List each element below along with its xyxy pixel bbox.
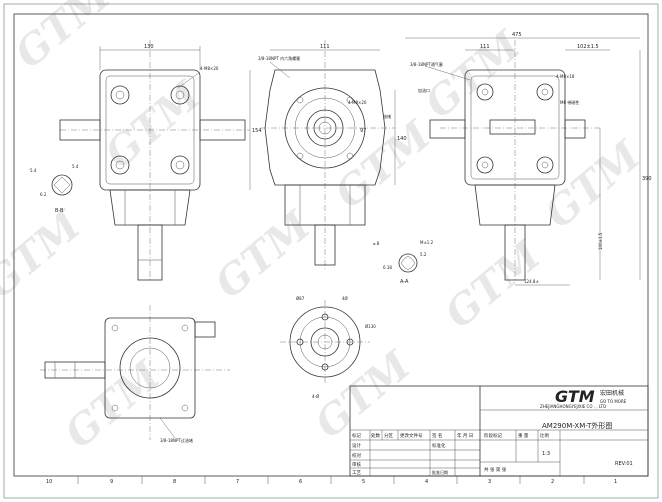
bolt-note: 4-M8×20: [348, 100, 367, 105]
tb-row-label: 审核: [352, 461, 361, 468]
zone-label: 5: [362, 479, 365, 485]
front-view-center: 111 3/8-18NPT 内六角螺塞 4-M8×20 97 140 油堵: [258, 40, 407, 270]
tb-rev: REV:01: [615, 461, 633, 467]
dim-a: 97: [360, 128, 366, 134]
oil-fill-note: 加油口: [418, 87, 430, 93]
breather-note: 3/8-18NPT通气塞: [410, 61, 443, 67]
plug-note: 3/8-18NPT 内六角螺塞: [258, 55, 300, 61]
dim-left: 111: [480, 44, 490, 50]
flange-dim: Ø130: [365, 324, 376, 329]
zone-markers: 10 9 8 7 6 5 4 3 2 1: [46, 476, 617, 485]
side-view-right: 475 111 102±1.5 3/8-18NPT通气塞 加油口 4-M8×18…: [405, 32, 652, 286]
zone-label: 10: [46, 479, 52, 485]
tb-header: 分区: [384, 432, 393, 439]
section-dim: M±1.2: [420, 240, 434, 245]
company-logo: GTM 宏田机械 GO TO MORE: [555, 387, 627, 406]
bolt-note: 4-M8×18: [556, 74, 575, 79]
svg-text:宏田机械: 宏田机械: [600, 389, 624, 397]
tb-header: 签 名: [432, 432, 442, 439]
flange-dim: 4Ø: [342, 296, 348, 301]
zone-label: 9: [110, 479, 113, 485]
dim-h1: 100±1.5: [598, 232, 603, 250]
svg-text:GTM: GTM: [6, 0, 120, 78]
zone-label: 1: [614, 479, 617, 485]
tb-header: 年 月 日: [457, 432, 473, 439]
svg-text:GTM: GTM: [436, 231, 550, 338]
section-label: A-A: [400, 279, 409, 285]
zone-label: 7: [236, 479, 239, 485]
dim-h2: 390: [642, 176, 652, 182]
flange-dim: 4-Ø: [312, 394, 319, 399]
company-name: ZHEJIANGHONGYEJIXIE CO . , LTD: [540, 404, 606, 409]
dim-total: 475: [512, 32, 522, 38]
svg-text:GTM: GTM: [56, 351, 170, 458]
drain-plug-note: 3/8-18NPT过油堵: [160, 437, 193, 443]
flange-dim: Ø87: [296, 296, 305, 301]
keyway-dim: 5.4: [72, 164, 79, 169]
keyway-dim: 6.2: [40, 192, 47, 197]
keyway-dim: 5.4: [30, 168, 37, 173]
zone-label: 2: [551, 479, 554, 485]
dim-top-width: 111: [320, 44, 330, 50]
spline-section-a: ⌀ 8 5.2 6.18 M±1.2 A-A: [373, 240, 434, 285]
tb-row-label: 工艺: [352, 470, 361, 476]
svg-text:GTM: GTM: [536, 131, 650, 238]
tb-weight: 重 量: [518, 432, 529, 439]
magnet-note: M8 带磁性: [560, 99, 579, 105]
svg-text:GTM: GTM: [555, 387, 595, 406]
dim-top-width: 130: [144, 44, 154, 50]
title-block: GTM 宏田机械 GO TO MORE ZHEJIANGHONGYEJIXIE …: [349, 385, 649, 477]
svg-text:GTM: GTM: [96, 71, 210, 178]
drain-note: 油堵: [383, 113, 391, 119]
bottom-view-left: 3/8-18NPT过油堵: [40, 305, 230, 443]
spline-section-b: 5.4 5.4 6.2 B-B: [30, 164, 79, 214]
svg-text:GTM: GTM: [206, 201, 320, 308]
tb-header: 处数: [371, 432, 380, 439]
flange-view: Ø87 4Ø Ø130 4-Ø: [280, 296, 376, 399]
zone-label: 3: [488, 479, 491, 485]
dim-height: 154: [252, 128, 262, 134]
svg-text:GTM: GTM: [326, 111, 440, 218]
svg-text:GO TO MORE: GO TO MORE: [600, 399, 627, 404]
section-dim: ⌀ 8: [373, 241, 380, 246]
tb-scale: 1:3: [542, 451, 550, 457]
tb-sheet-info: 共 张 第 张: [484, 466, 507, 473]
section-dim: 5.2: [420, 252, 427, 257]
zone-label: 4: [425, 479, 428, 485]
section-label: B-B: [55, 208, 64, 214]
dim-b: 140: [397, 136, 407, 142]
svg-text:GTM: GTM: [306, 341, 420, 448]
tb-row-label: 标准化: [432, 442, 446, 449]
tb-row-label: 批准日期: [432, 469, 448, 475]
tb-ratio: 比例: [540, 432, 549, 439]
zone-label: 8: [173, 479, 176, 485]
zone-label: 6: [299, 479, 302, 485]
tb-row-label: 校对: [352, 452, 361, 459]
tb-header: 更改文件号: [400, 432, 423, 439]
front-view-left: 130 4-M8×20 154 5.4 5.4 6.2 B-B: [30, 40, 262, 281]
dim-bottom: 124.8±: [524, 279, 539, 284]
drawing-title: AM290M-XM-T外形图: [542, 421, 612, 430]
outer-border: [3, 3, 659, 499]
tb-header: 标记: [352, 432, 361, 439]
tb-row-label: 设计: [352, 442, 361, 449]
svg-text:GTM: GTM: [0, 201, 91, 308]
tb-stage: 阶段标记: [484, 432, 502, 439]
watermark: GTM GTM GTM GTM GTM GTM GTM GTM GTM GTM: [0, 0, 651, 458]
bolt-note: 4-M8×20: [200, 66, 219, 71]
section-dim: 6.18: [383, 265, 392, 270]
dim-right: 102±1.5: [577, 44, 599, 50]
